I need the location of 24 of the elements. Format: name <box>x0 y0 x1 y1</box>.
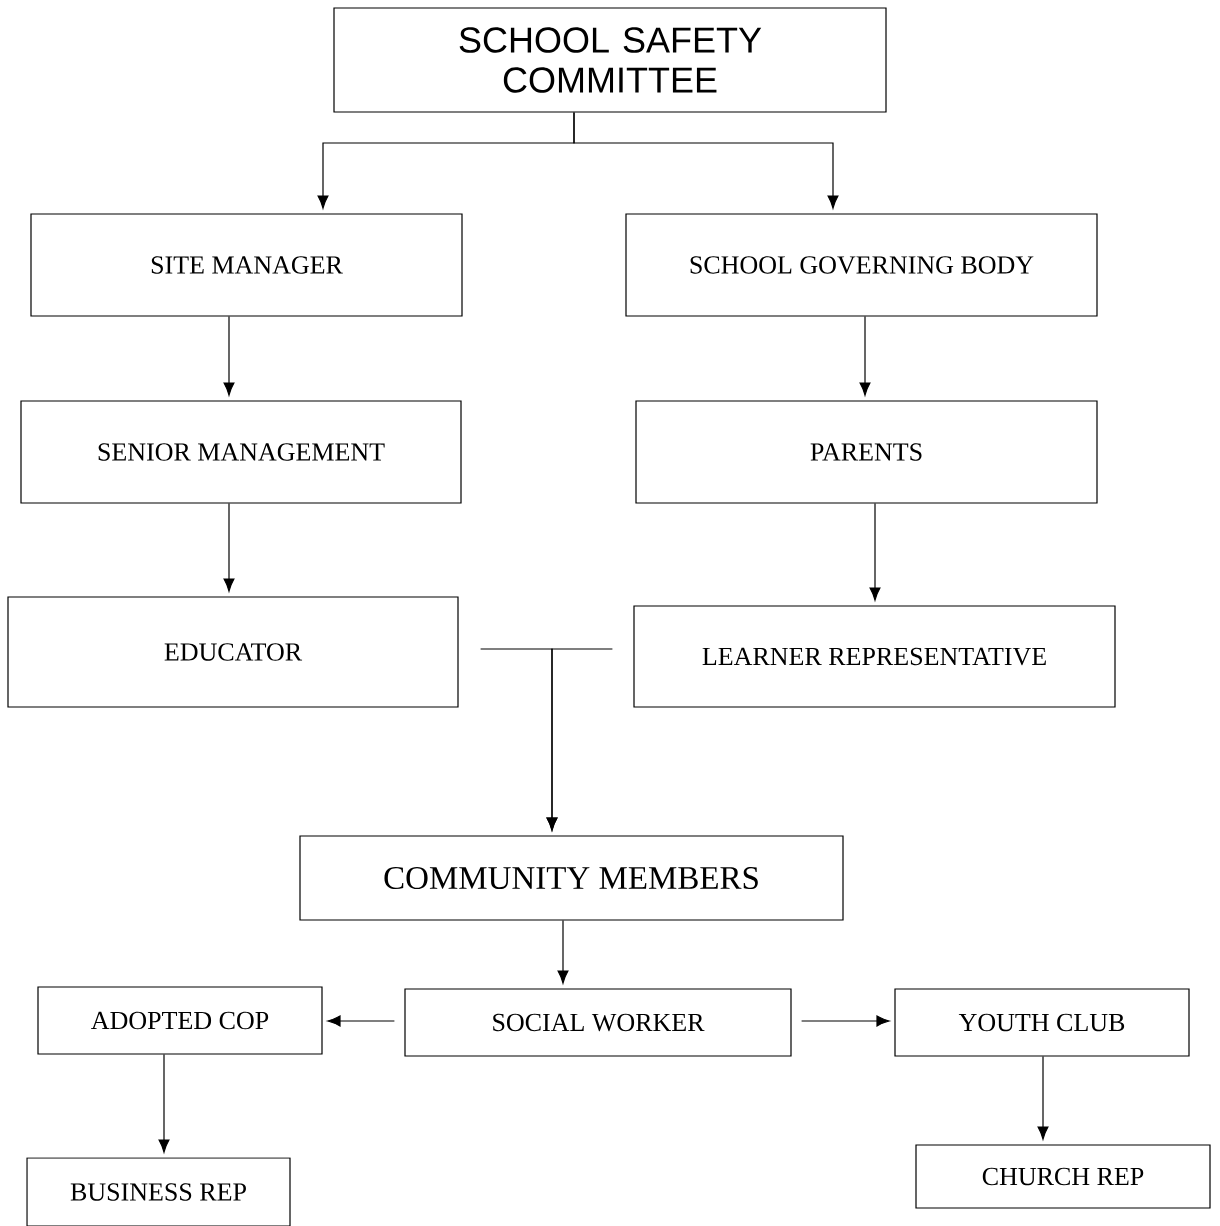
org-box: CHURCH REP <box>915 1144 1211 1209</box>
org-box: COMMUNITY MEMBERS <box>299 835 844 921</box>
arrow <box>546 648 613 831</box>
arrow <box>158 1054 170 1153</box>
arrow <box>557 920 569 984</box>
arrow <box>1037 1056 1049 1140</box>
org-box: SENIOR MANAGEMENT <box>20 400 462 504</box>
arrow <box>859 316 871 396</box>
arrow <box>573 112 839 209</box>
arrow <box>801 1015 890 1027</box>
org-box: BUSINESS REP <box>26 1157 291 1226</box>
arrow <box>869 503 881 601</box>
org-box: EDUCATOR <box>7 596 459 708</box>
org-box: SCHOOL SAFETY COMMITTEE <box>333 7 887 113</box>
org-box: LEARNER REPRESENTATIVE <box>633 605 1116 708</box>
arrow <box>223 316 235 396</box>
org-box: PARENTS <box>635 400 1098 504</box>
arrow <box>327 1015 395 1027</box>
org-box: ADOPTED COP <box>37 986 323 1055</box>
org-box: SOCIAL WORKER <box>404 988 792 1057</box>
org-box: SITE MANAGER <box>30 213 463 317</box>
org-box: SCHOOL GOVERNING BODY <box>625 213 1098 317</box>
org-box: YOUTH CLUB <box>894 988 1190 1057</box>
arrow <box>223 503 235 592</box>
